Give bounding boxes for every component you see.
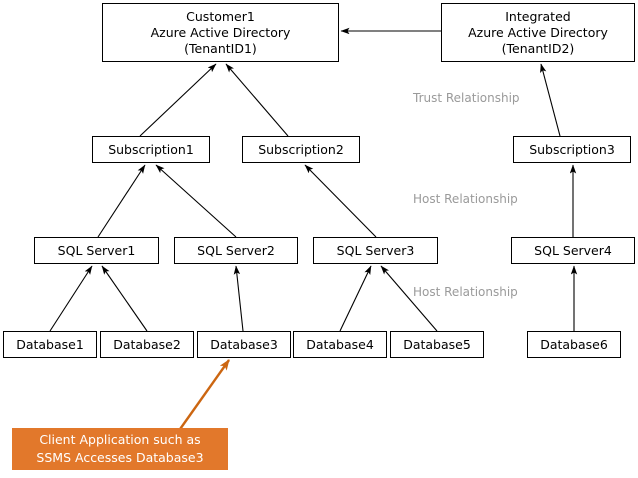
edge-sub1-to-tenant1 xyxy=(139,63,217,137)
node-label-db4: Database4 xyxy=(306,336,374,352)
node-sub3[interactable]: Subscription3 xyxy=(513,136,631,163)
node-srv4[interactable]: SQL Server4 xyxy=(511,237,635,264)
edge-db2-to-srv1 xyxy=(101,265,148,332)
edge-sub3-to-tenant2 xyxy=(540,63,561,137)
node-sub1[interactable]: Subscription1 xyxy=(92,136,210,163)
label-trust-relationship: Trust Relationship xyxy=(413,91,520,105)
node-db3[interactable]: Database3 xyxy=(197,331,291,358)
node-srv2[interactable]: SQL Server2 xyxy=(174,237,298,264)
edge-db4-to-srv3 xyxy=(339,265,372,332)
node-label-tenant1: Customer1 Azure Active Directory (Tenant… xyxy=(150,8,291,56)
label-host-relationship-database: Host Relationship xyxy=(413,285,518,299)
edge-srv2-to-sub1 xyxy=(155,164,237,238)
edge-srv3-to-sub2 xyxy=(304,164,377,238)
edge-db3-to-srv2 xyxy=(233,265,244,332)
node-label-tenant2: Integrated Azure Active Directory (Tenan… xyxy=(468,8,608,56)
node-db1[interactable]: Database1 xyxy=(3,331,97,358)
callout-arrow-to-database3 xyxy=(177,359,230,433)
node-label-srv1: SQL Server1 xyxy=(57,242,136,258)
node-label-srv3: SQL Server3 xyxy=(336,242,415,258)
edge-db1-to-srv1 xyxy=(49,265,93,332)
callout-arrow-group xyxy=(177,359,230,433)
client-application-callout[interactable]: Client Application such as SSMS Accesses… xyxy=(12,428,228,470)
node-label-db1: Database1 xyxy=(16,336,84,352)
node-db5[interactable]: Database5 xyxy=(390,331,484,358)
node-label-db6: Database6 xyxy=(540,336,608,352)
node-srv3[interactable]: SQL Server3 xyxy=(313,237,438,264)
label-host-relationship-subscription: Host Relationship xyxy=(413,192,518,206)
node-label-db5: Database5 xyxy=(403,336,471,352)
node-tenant2[interactable]: Integrated Azure Active Directory (Tenan… xyxy=(441,3,635,62)
node-db4[interactable]: Database4 xyxy=(293,331,387,358)
node-label-db2: Database2 xyxy=(113,336,181,352)
node-label-db3: Database3 xyxy=(210,336,278,352)
edge-sub2-to-tenant1 xyxy=(225,63,289,137)
callout-text: Client Application such as SSMS Accesses… xyxy=(36,432,204,465)
node-sub2[interactable]: Subscription2 xyxy=(242,136,360,163)
node-label-sub1: Subscription1 xyxy=(108,141,194,157)
node-label-sub2: Subscription2 xyxy=(258,141,344,157)
node-srv1[interactable]: SQL Server1 xyxy=(34,237,159,264)
node-tenant1[interactable]: Customer1 Azure Active Directory (Tenant… xyxy=(102,3,339,62)
node-label-srv4: SQL Server4 xyxy=(534,242,612,258)
node-label-sub3: Subscription3 xyxy=(529,141,615,157)
node-db6[interactable]: Database6 xyxy=(527,331,621,358)
node-db2[interactable]: Database2 xyxy=(100,331,194,358)
node-label-srv2: SQL Server2 xyxy=(197,242,275,258)
edge-srv1-to-sub1 xyxy=(97,164,146,238)
